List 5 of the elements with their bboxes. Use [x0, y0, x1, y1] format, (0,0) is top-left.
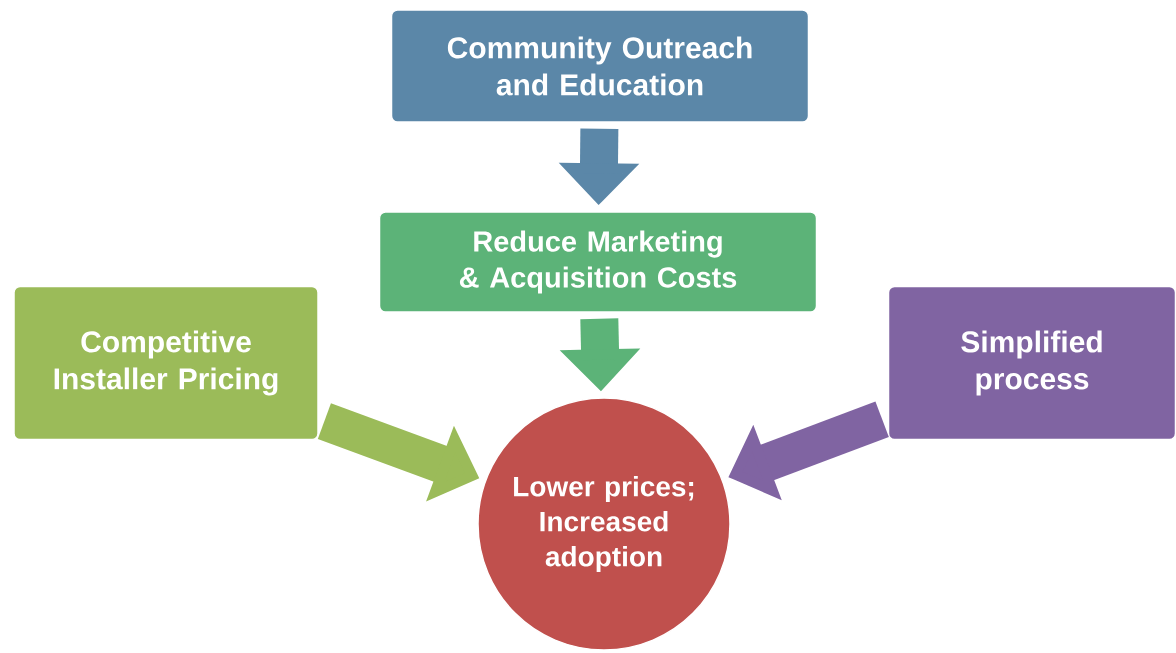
circle-node: Lower prices; Increased adoption [477, 397, 731, 651]
process-box: Community Outreach and Education [390, 9, 810, 123]
process-box: Simplified process [887, 285, 1176, 441]
process-box: Competitive Installer Pricing [13, 285, 319, 441]
process-box: Reduce Marketing & Acquisition Costs [378, 211, 818, 313]
